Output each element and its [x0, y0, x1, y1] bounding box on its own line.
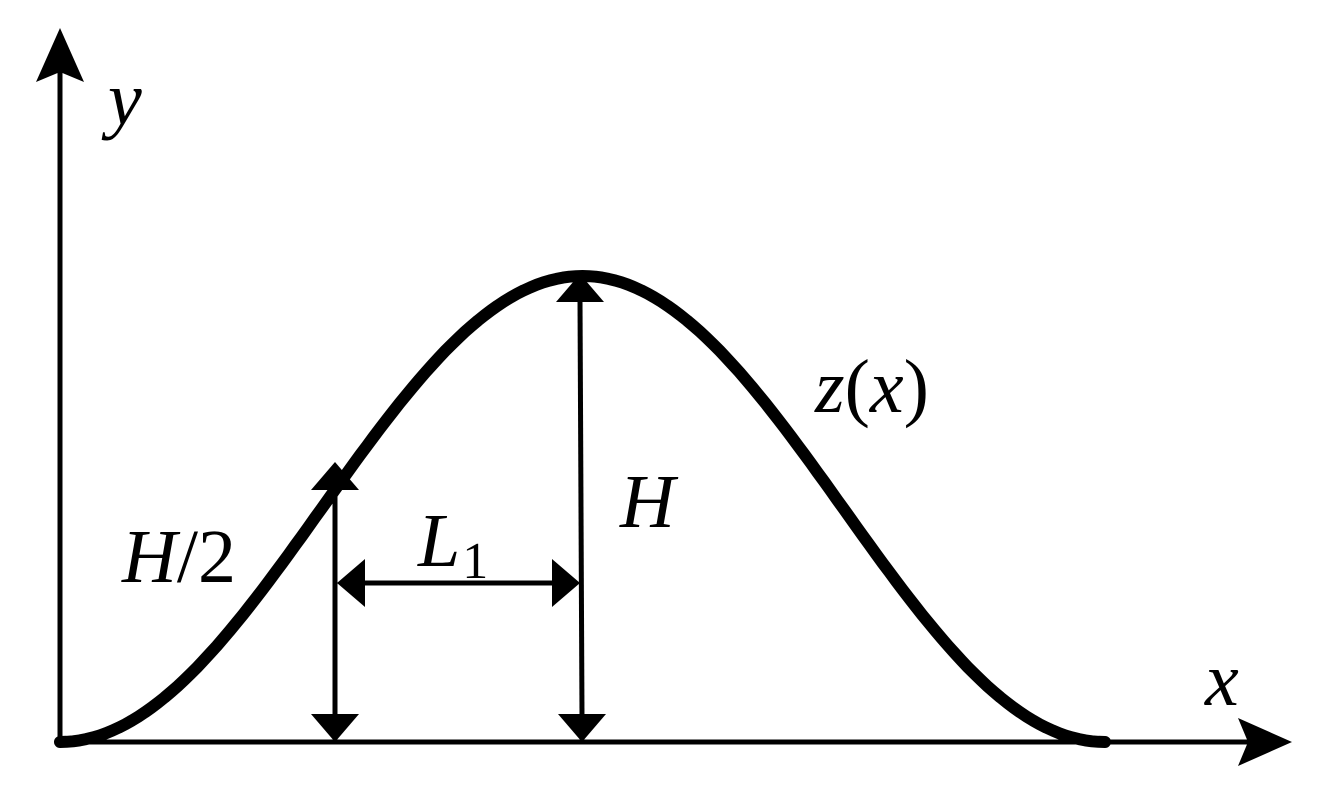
curve-label-fn: z [814, 345, 845, 429]
height-label: H [619, 460, 679, 544]
half-height-label-main: H [121, 515, 181, 599]
half-height-bottom-arrow-icon [311, 714, 359, 742]
curve-label-arg: x [869, 345, 904, 429]
curve-label-open: ( [845, 345, 870, 429]
x-axis-arrow-icon [1238, 718, 1292, 766]
half-width-dimension [337, 559, 580, 607]
half-height-label: H/2 [121, 515, 236, 599]
y-axis [36, 28, 84, 742]
half-width-right-arrow-icon [552, 559, 580, 607]
bump-curve [54, 270, 1111, 748]
half-width-label: L1 [417, 499, 488, 590]
y-axis-arrow-icon [36, 28, 84, 82]
height-dimension-line [577, 299, 585, 719]
x-axis [55, 718, 1292, 766]
curve-label: z(x) [814, 345, 929, 429]
y-axis-label: y [101, 57, 142, 141]
curve-label-close: ) [904, 345, 929, 429]
half-width-left-arrow-icon [337, 559, 365, 607]
half-width-label-main: L [417, 499, 460, 583]
height-bottom-arrow-icon [558, 714, 606, 742]
half-height-top-arrow-icon [311, 462, 359, 490]
height-dimension [556, 274, 606, 742]
x-axis-label: x [1204, 638, 1239, 722]
half-width-label-sub: 1 [462, 533, 488, 590]
half-height-label-slash: /2 [177, 515, 236, 599]
height-top-arrow-icon [556, 274, 604, 302]
half-height-dimension [311, 462, 359, 742]
